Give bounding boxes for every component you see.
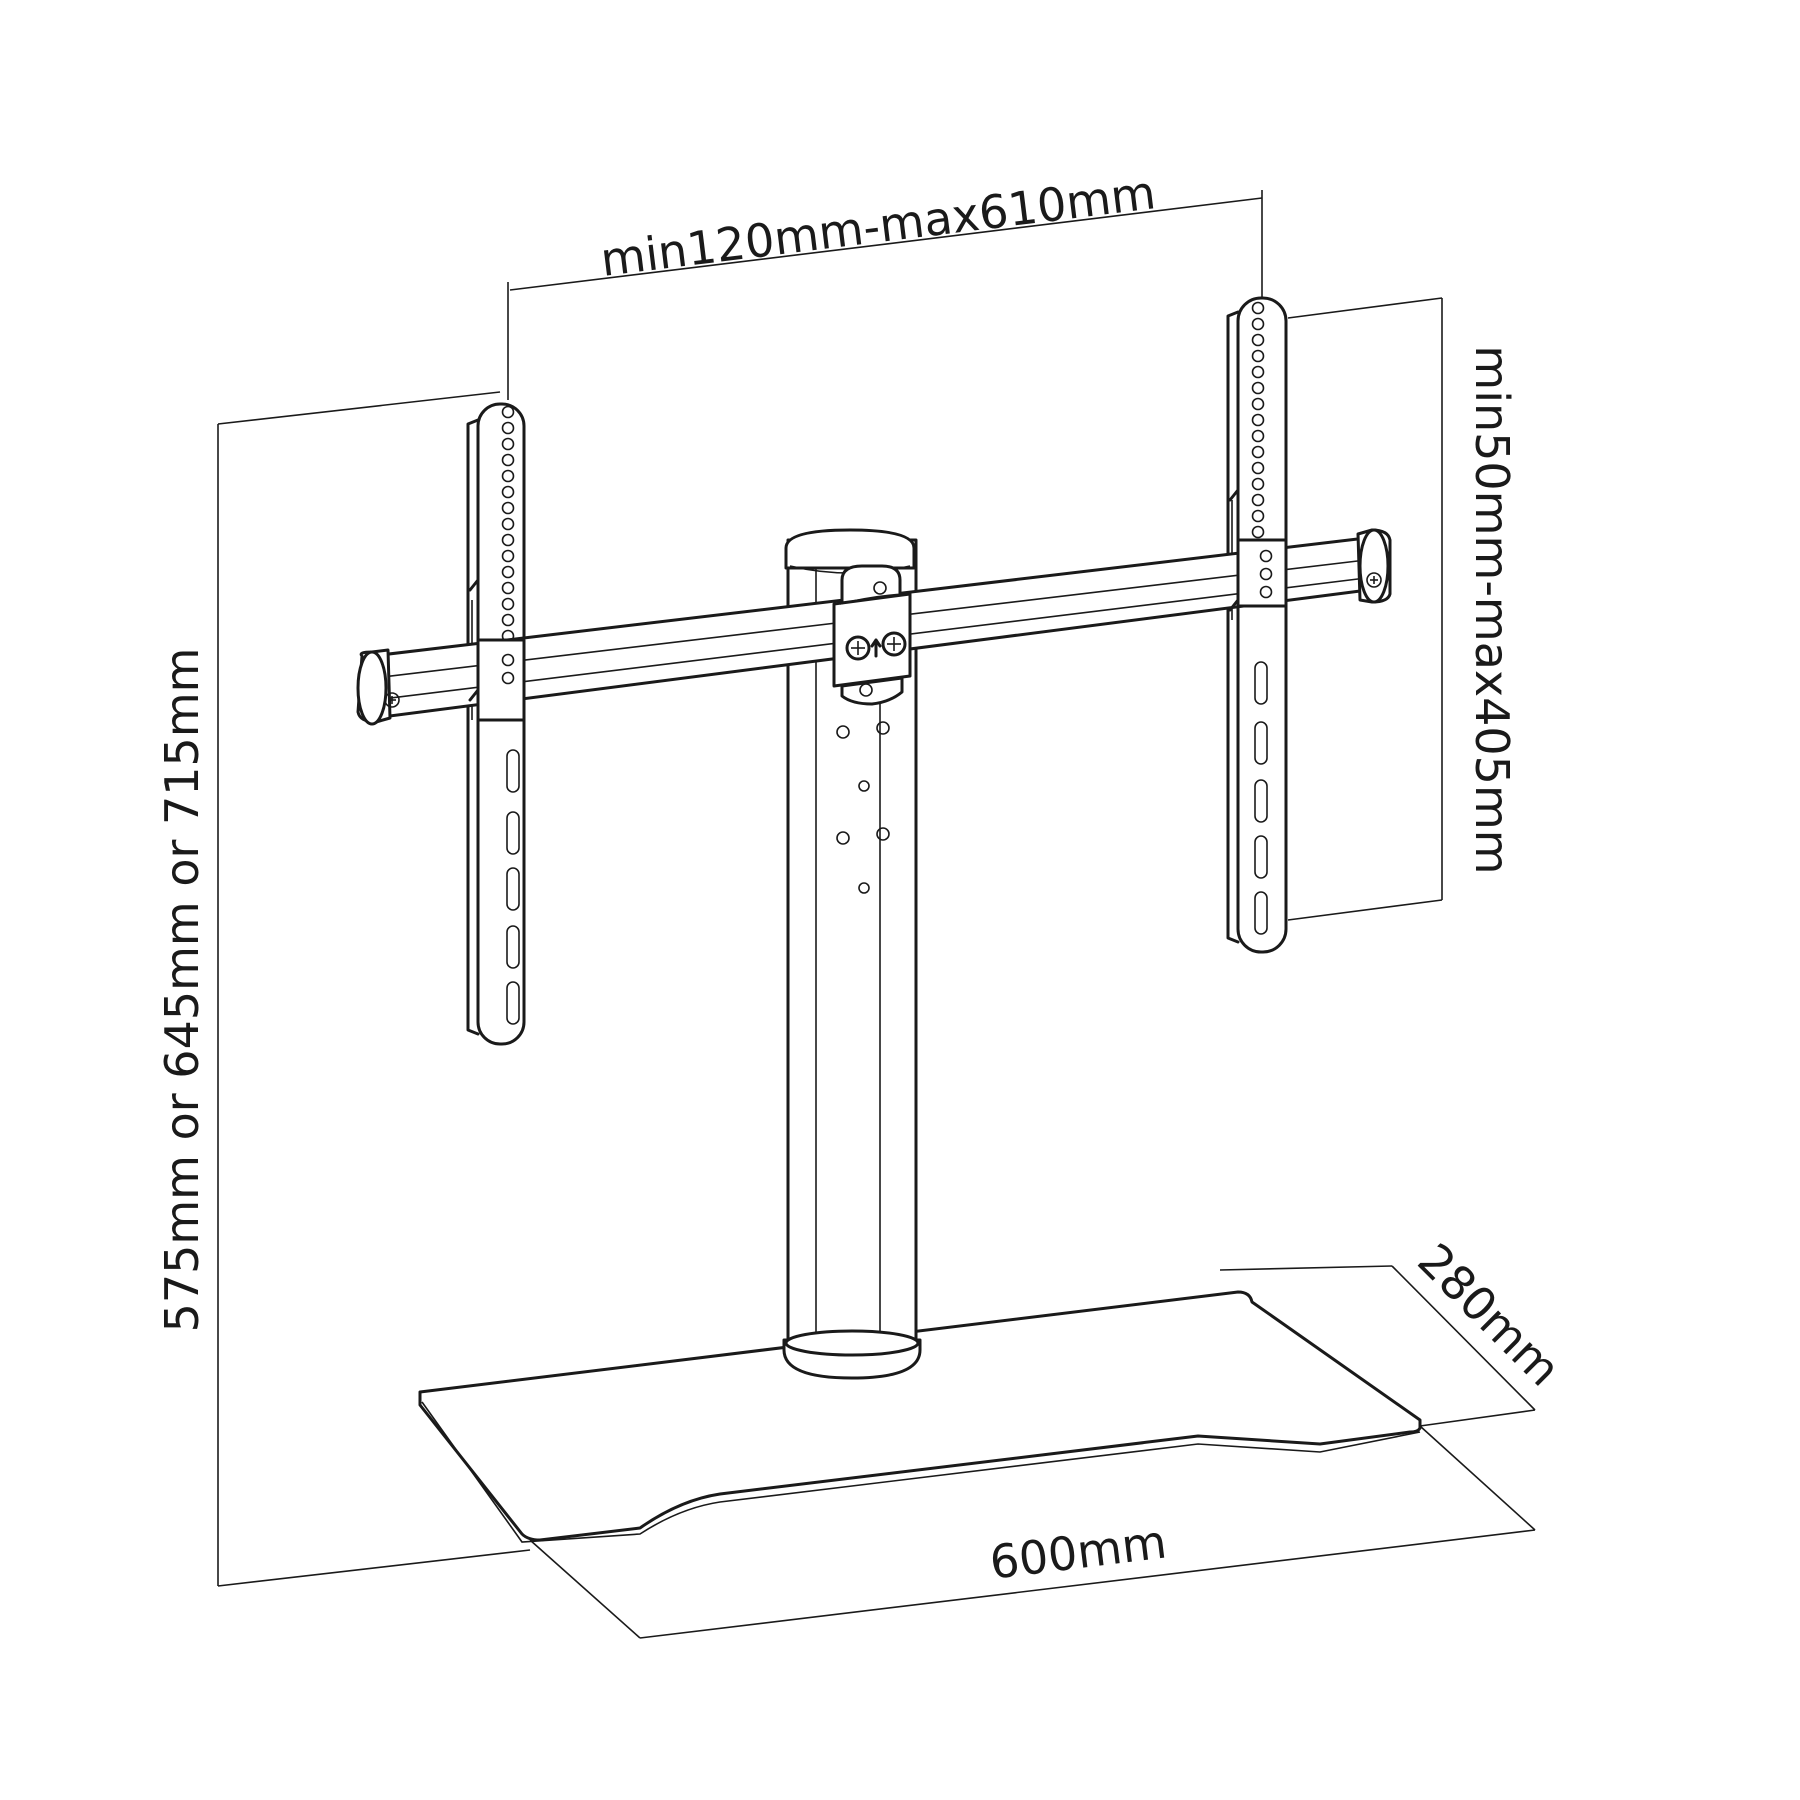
base-depth-label: 280mm — [1407, 1233, 1571, 1397]
mounting-hole — [1251, 509, 1265, 523]
dimension-lines — [217, 190, 1536, 1639]
mounting-hole — [1251, 333, 1265, 347]
mounting-hole — [1251, 525, 1265, 539]
mounting-hole — [501, 613, 515, 627]
vesa-height-label: min50mm-max405mm — [1465, 345, 1519, 874]
left-vesa-arm — [466, 402, 526, 1046]
mounting-hole — [501, 405, 515, 419]
base-plate — [418, 1290, 1422, 1543]
mounting-hole — [1251, 301, 1265, 315]
mounting-hole — [1251, 477, 1265, 491]
mounting-hole — [501, 469, 515, 483]
mounting-hole — [501, 533, 515, 547]
total-height-label: 575mm or 645mm or 715mm — [155, 648, 209, 1333]
mounting-hole — [1251, 349, 1265, 363]
mounting-hole — [1251, 413, 1265, 427]
mounting-hole — [1251, 445, 1265, 459]
mounting-hole — [501, 565, 515, 579]
mounting-hole — [1251, 381, 1265, 395]
mounting-hole — [501, 501, 515, 515]
left-arm-front — [468, 578, 526, 722]
mounting-hole — [501, 549, 515, 563]
right-arm-front — [1228, 488, 1288, 612]
column-bracket — [832, 564, 912, 706]
mounting-hole — [1251, 317, 1265, 331]
mounting-hole — [1251, 397, 1265, 411]
right-vesa-arm — [1226, 296, 1288, 954]
mounting-hole — [1251, 429, 1265, 443]
mounting-hole — [501, 421, 515, 435]
mounting-hole — [1251, 365, 1265, 379]
mounting-hole — [501, 581, 515, 595]
mounting-hole — [1251, 461, 1265, 475]
mounting-hole — [501, 517, 515, 531]
mounting-hole — [501, 597, 515, 611]
mounting-hole — [501, 453, 515, 467]
vesa-width-label: min120mm-max610mm — [598, 165, 1159, 287]
base-width-label: 600mm — [987, 1515, 1170, 1590]
mounting-hole — [501, 485, 515, 499]
mounting-hole — [1251, 493, 1265, 507]
mounting-hole — [501, 437, 515, 451]
